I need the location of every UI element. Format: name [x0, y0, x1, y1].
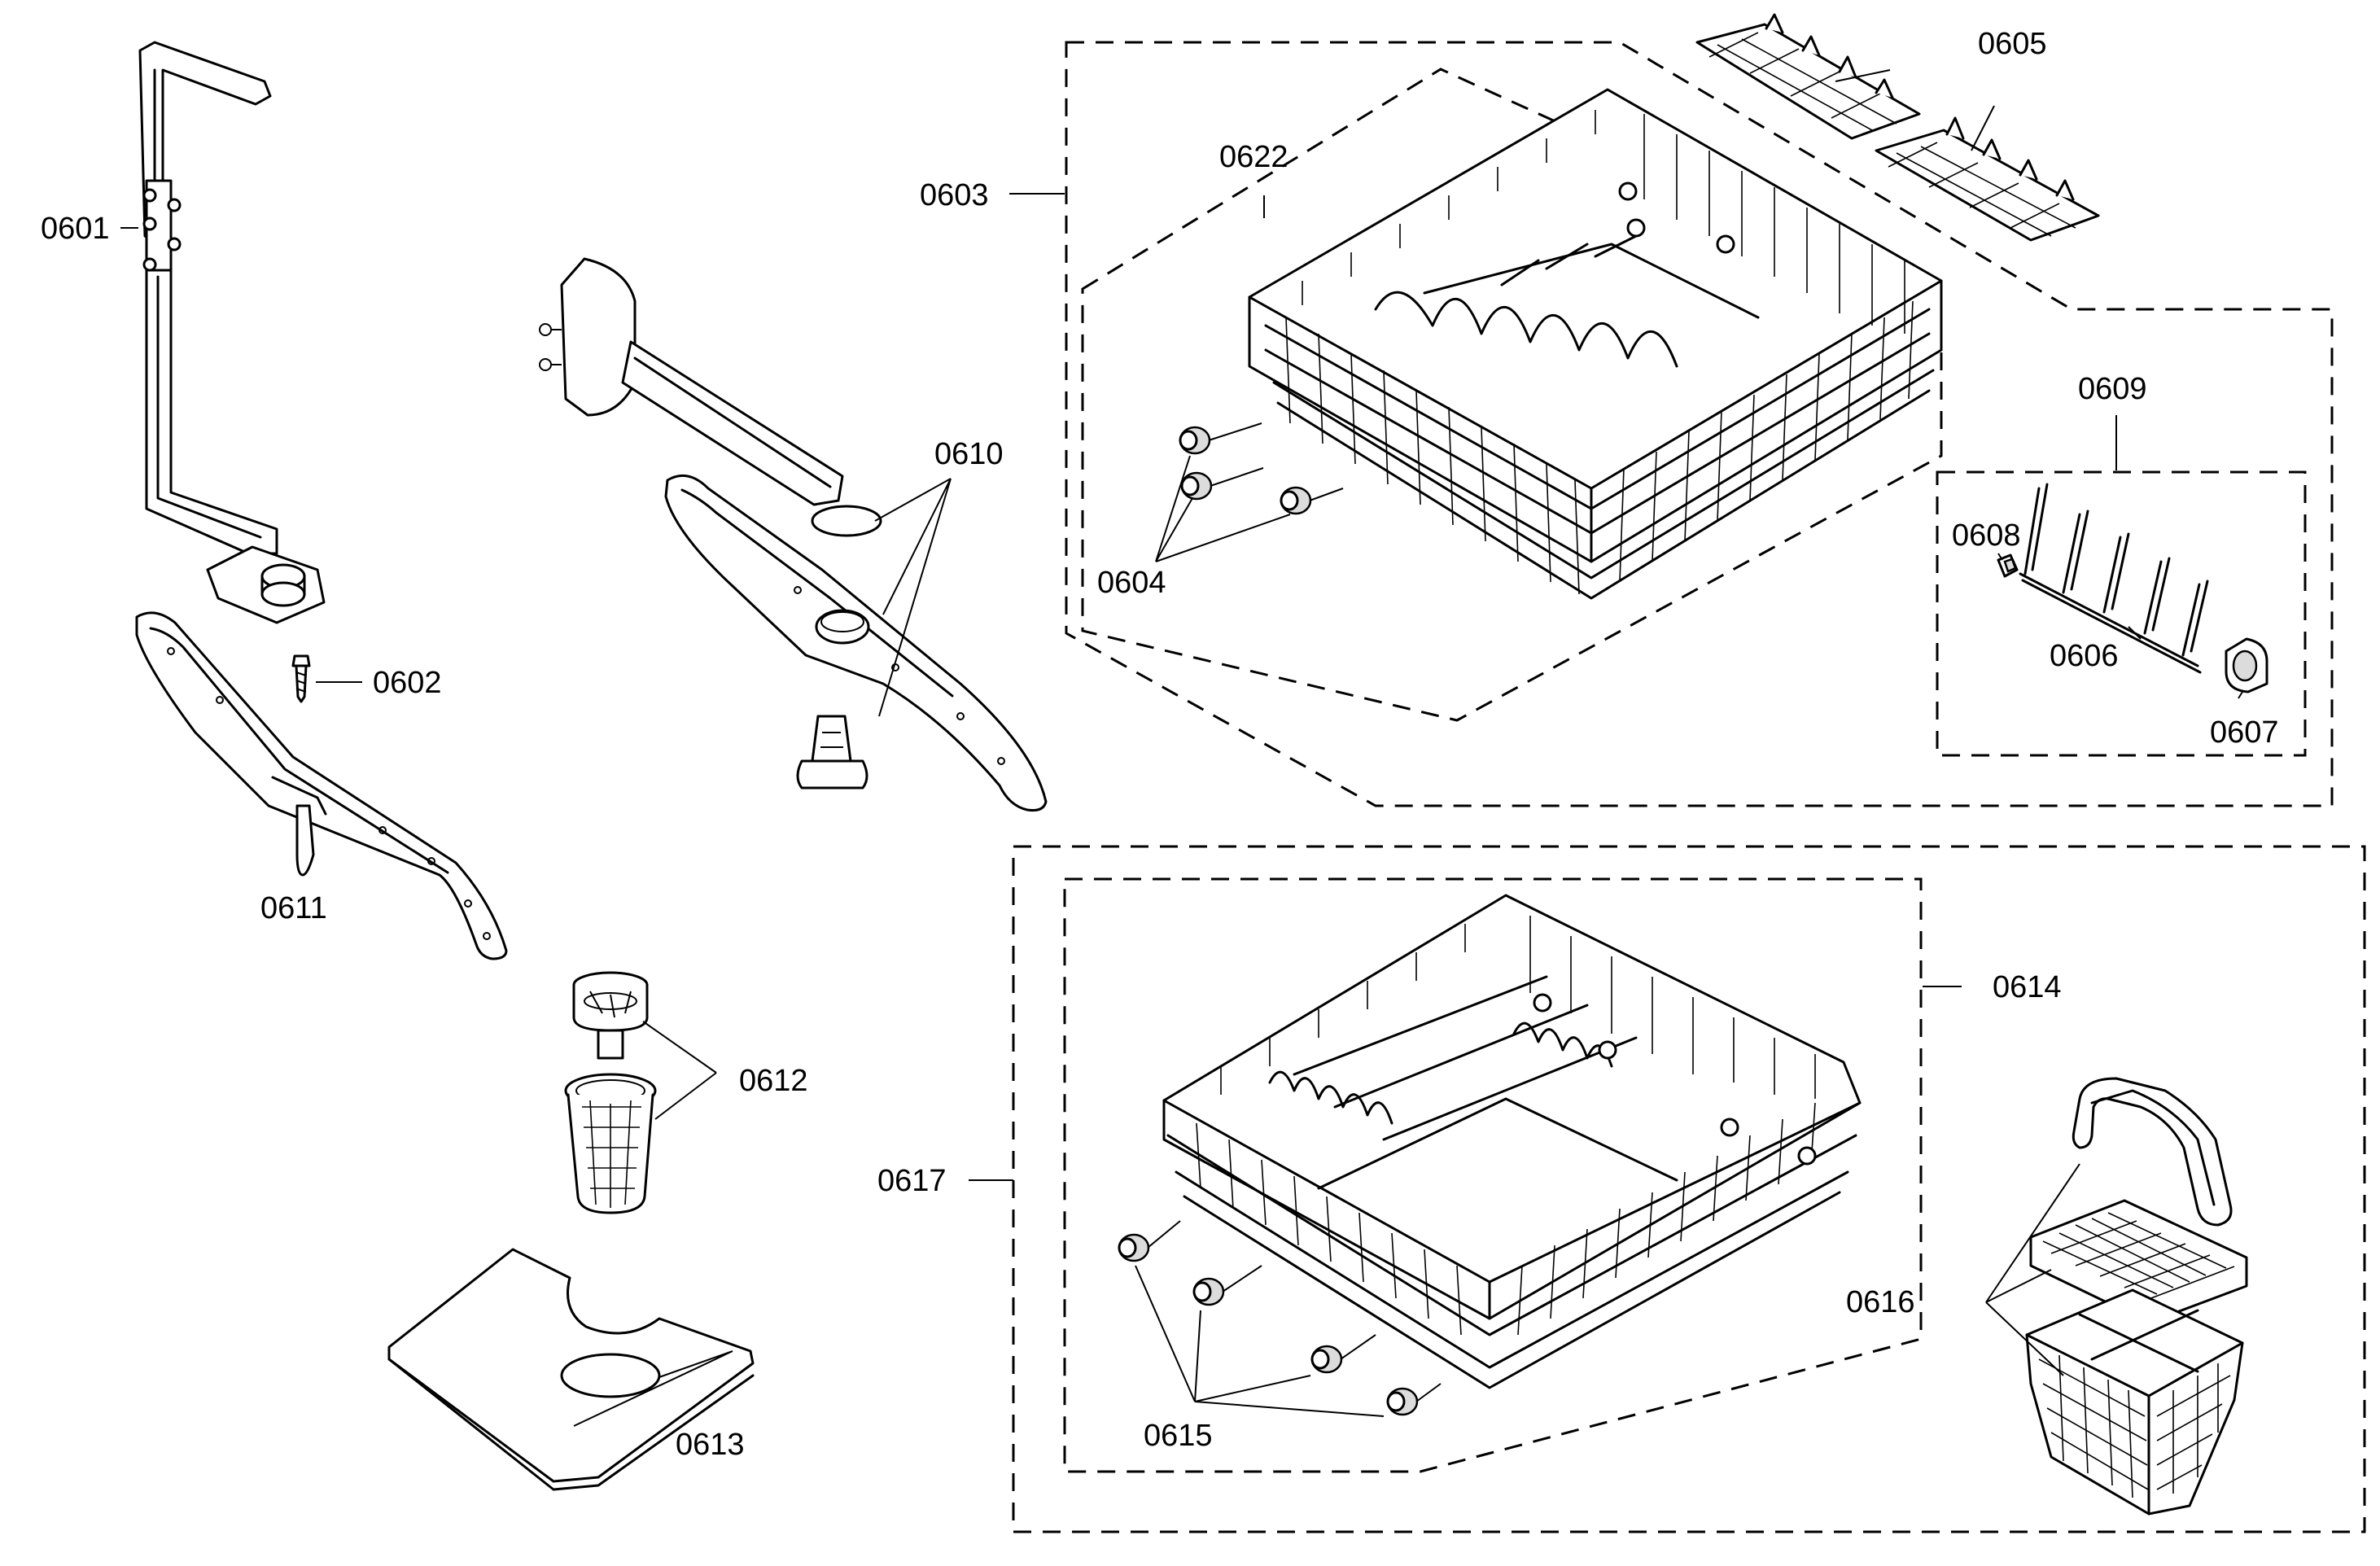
part-0613-filter-plate: [387, 1248, 755, 1491]
leader-lines: [120, 69, 2243, 1427]
label-0604: 0604: [1097, 566, 1166, 600]
part-0615-lower-rollers: [1118, 1220, 1442, 1416]
part-0612-filters: [564, 971, 657, 1214]
leader-0607: [2238, 691, 2243, 699]
label-0602: 0602: [373, 666, 442, 700]
label-0615: 0615: [1144, 1419, 1213, 1453]
label-0607: 0607: [2210, 715, 2279, 750]
label-0622: 0622: [1219, 140, 1288, 174]
tine-row-outline: [1936, 470, 2307, 757]
leader-0610: [874, 478, 952, 717]
leader-0615: [1135, 1265, 1385, 1417]
lower-rack-assembly-outline: [1012, 845, 2366, 1533]
leader-0604: [1155, 455, 1291, 562]
part-0622-upper-basket: [1248, 88, 1943, 600]
label-0606: 0606: [2050, 639, 2119, 673]
part-0607-clip: [2225, 637, 2268, 693]
label-0612: 0612: [739, 1064, 808, 1098]
part-0602-screw: [291, 654, 311, 703]
part-number-labels: 0601 0602 0603 0604 0605 0606 0607 0608 …: [41, 27, 2279, 1462]
label-0610: 0610: [934, 437, 1004, 471]
leader-0613: [573, 1350, 733, 1427]
lower-basket-outline: [1063, 877, 1923, 1473]
upper-basket-outline: [1081, 68, 1943, 722]
label-0605: 0605: [1978, 27, 2047, 61]
label-0616: 0616: [1846, 1285, 1915, 1319]
leader-0606: [2128, 626, 2142, 640]
label-0608: 0608: [1952, 518, 2021, 553]
label-0611: 0611: [260, 891, 327, 925]
label-0613: 0613: [676, 1428, 745, 1462]
part-0605-cup-shelves: [1695, 13, 2100, 242]
leader-0608: [1997, 553, 2003, 561]
label-0617: 0617: [877, 1164, 947, 1198]
part-0610-upper-spray-arm-and-pipe: [539, 257, 1048, 811]
part-0617-lower-basket: [1162, 894, 1862, 1389]
upper-rack-assembly-outline: [1065, 41, 2334, 807]
label-0603: 0603: [920, 178, 989, 212]
label-0614: 0614: [1993, 970, 2062, 1004]
part-0606-tine-row: [2019, 483, 2209, 674]
part-0604-upper-rollers: [1179, 422, 1344, 515]
leader-0616: [1985, 1163, 2080, 1376]
label-0609: 0609: [2078, 372, 2147, 406]
part-0616-cutlery-basket: [2025, 1077, 2248, 1516]
label-0601: 0601: [41, 212, 110, 246]
part-0611-lower-spray-arm: [135, 611, 508, 960]
leader-0612: [642, 1021, 717, 1120]
part-0601-feed-pipe: [138, 41, 326, 624]
leader-0605: [1835, 69, 1995, 151]
part-0608-clip: [1997, 553, 2019, 578]
